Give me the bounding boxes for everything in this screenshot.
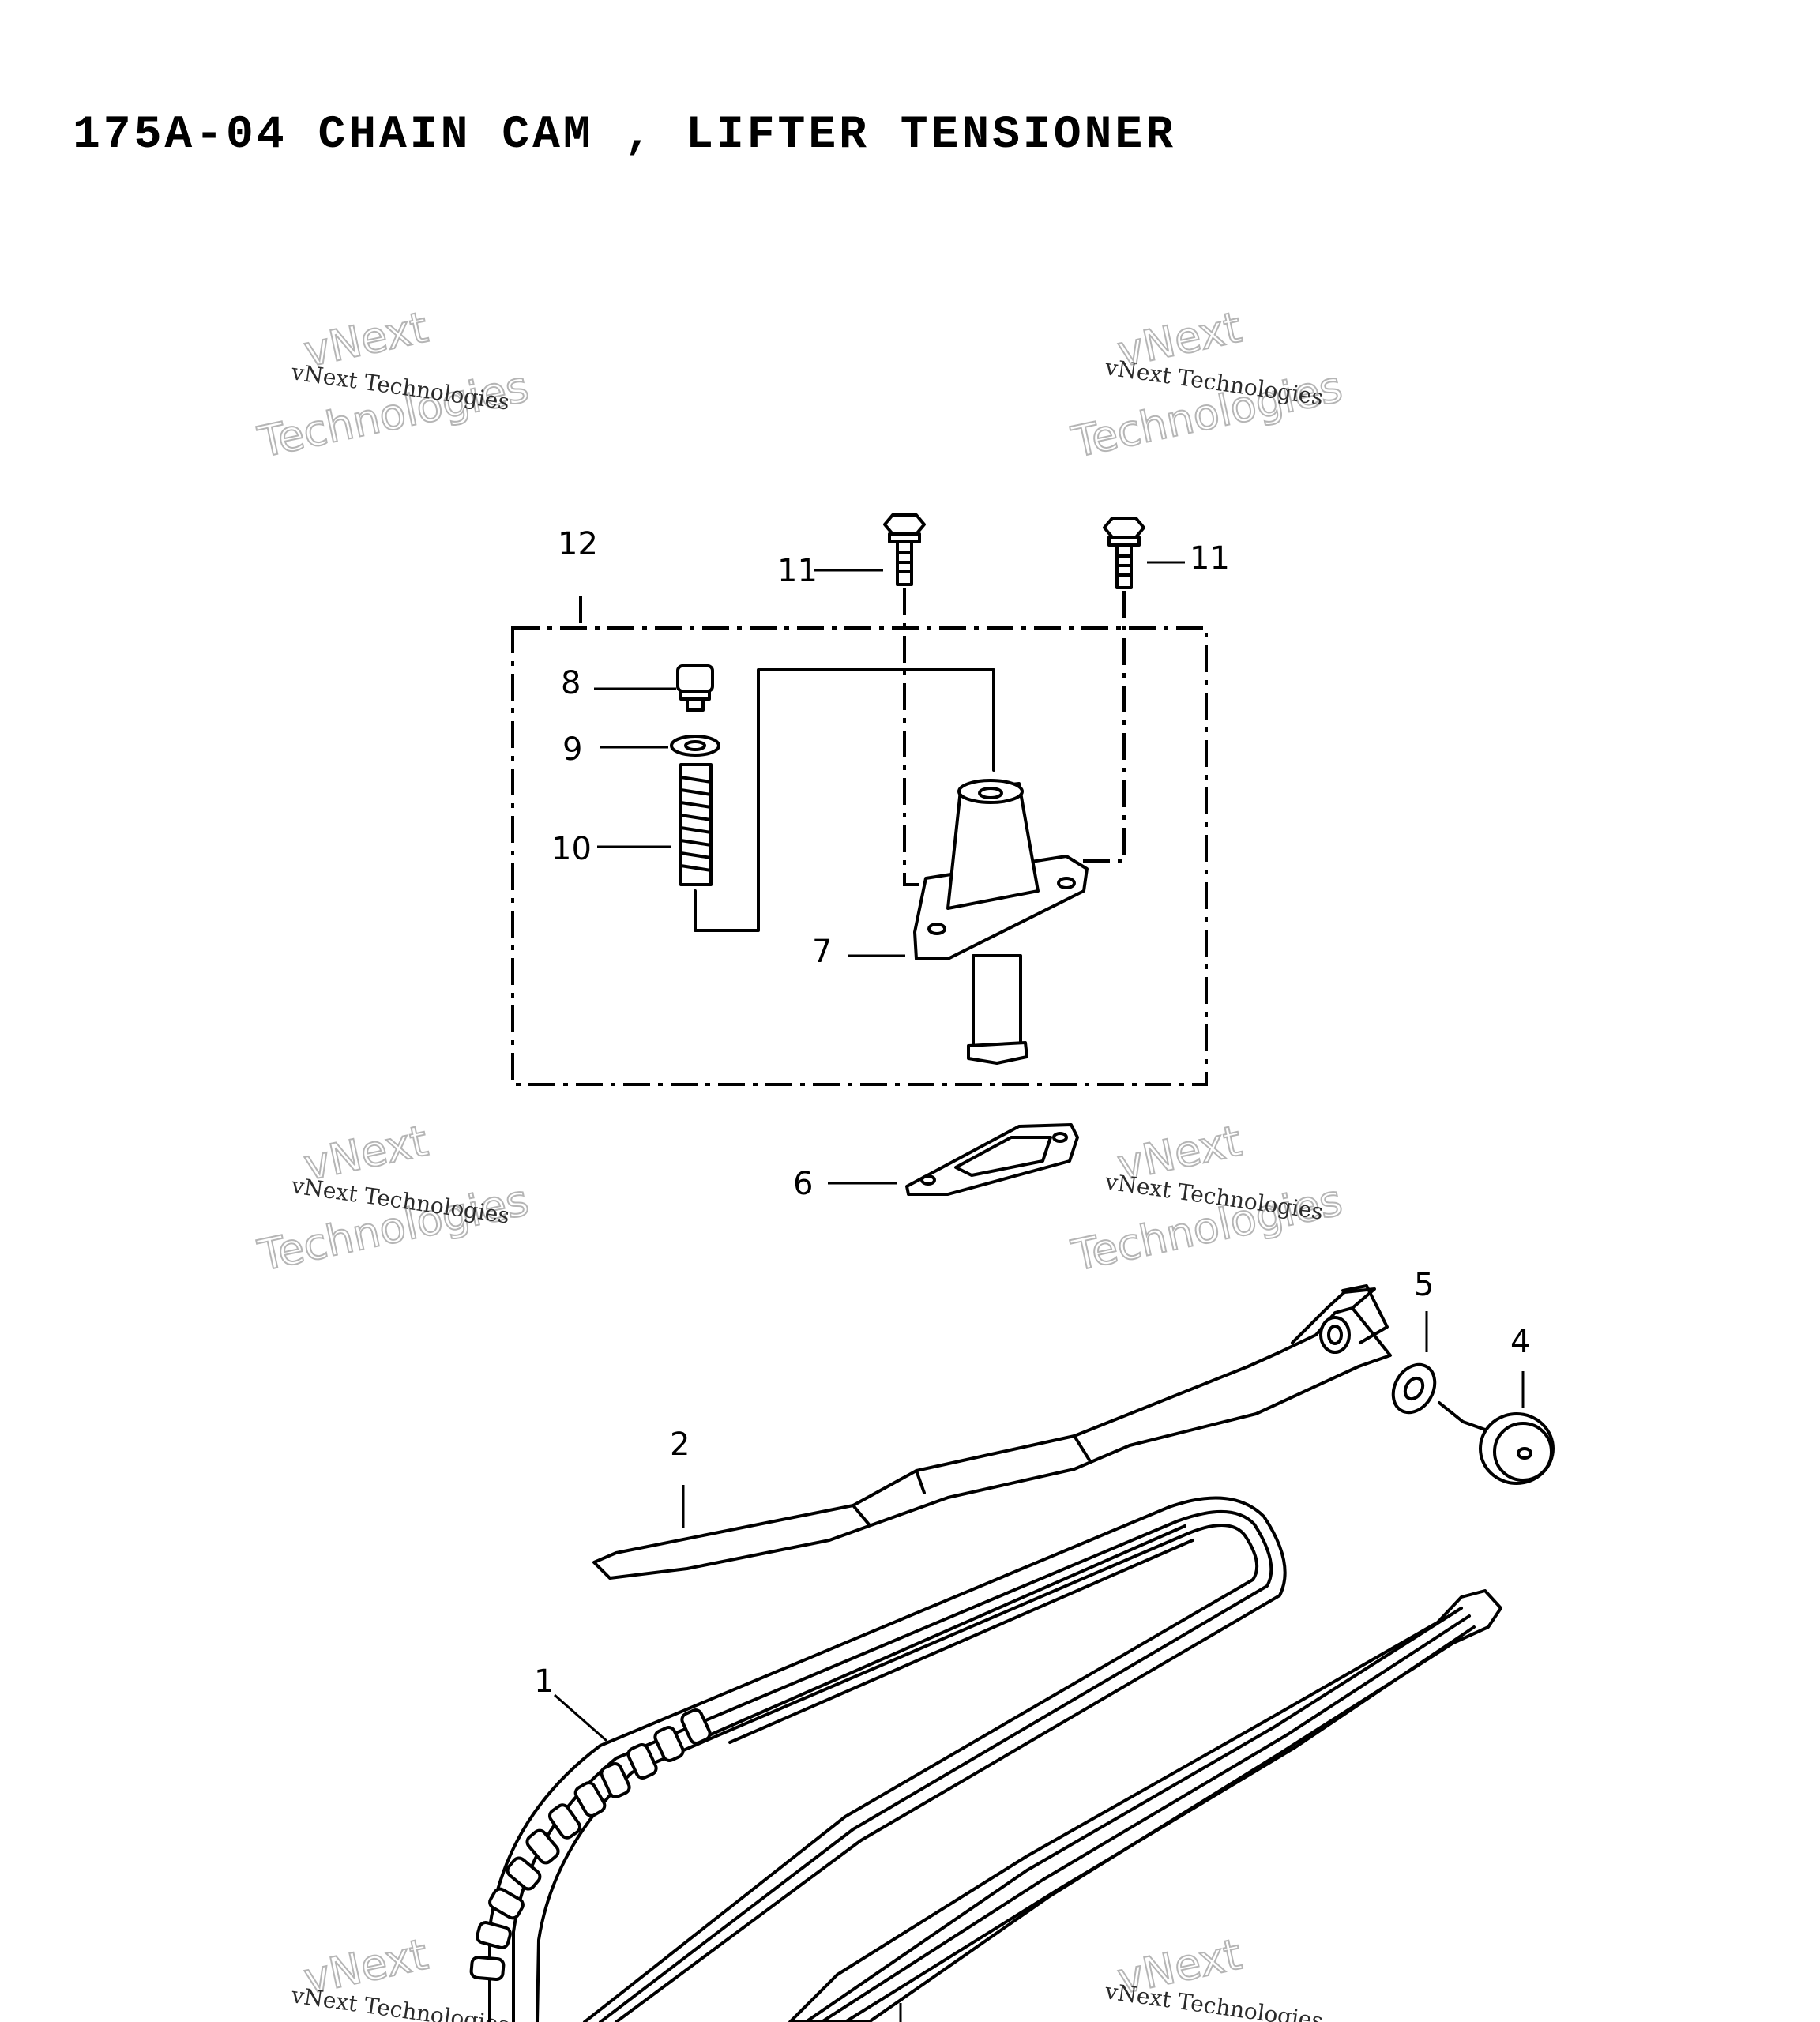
callout-7: 7 bbox=[812, 934, 832, 970]
callout-5: 5 bbox=[1414, 1267, 1434, 1303]
bolt-right-icon bbox=[1103, 517, 1145, 589]
tensioner-guide-icon bbox=[592, 1284, 1392, 1580]
callout-6: 6 bbox=[793, 1166, 813, 1202]
cam-chain-icon bbox=[469, 1496, 1287, 2022]
callout-12: 12 bbox=[558, 526, 598, 562]
callout-11-right: 11 bbox=[1190, 540, 1230, 577]
leader-1 bbox=[554, 1693, 607, 1742]
callout-4: 4 bbox=[1510, 1324, 1530, 1360]
chain-links bbox=[469, 1708, 712, 1982]
diagram-title: 175A-04 CHAIN CAM , LIFTER TENSIONER bbox=[73, 110, 1176, 161]
assembly-path bbox=[694, 668, 995, 932]
spring-icon bbox=[679, 763, 713, 886]
watermark-small: vNext Technologies bbox=[289, 1982, 511, 2022]
tensioner-body-icon bbox=[913, 779, 1089, 1065]
pivot-washer-icon bbox=[1391, 1362, 1437, 1415]
callout-8: 8 bbox=[561, 665, 581, 701]
callout-10: 10 bbox=[551, 831, 592, 867]
tensioner-assembly-boundary bbox=[511, 626, 1208, 1086]
cap-bolt-icon bbox=[676, 664, 714, 712]
callout-2: 2 bbox=[670, 1426, 690, 1463]
bolt-left-icon bbox=[883, 513, 926, 586]
centerline-right bbox=[1066, 591, 1126, 863]
gasket-icon bbox=[905, 1123, 1079, 1196]
pivot-bolt-icon bbox=[1438, 1401, 1555, 1485]
callout-11-left: 11 bbox=[777, 553, 818, 589]
centerline-left bbox=[903, 588, 932, 886]
chain-guide-icon bbox=[788, 1589, 1502, 2022]
washer-icon bbox=[670, 735, 720, 757]
callout-1: 1 bbox=[534, 1663, 554, 1700]
callout-9: 9 bbox=[562, 731, 582, 768]
